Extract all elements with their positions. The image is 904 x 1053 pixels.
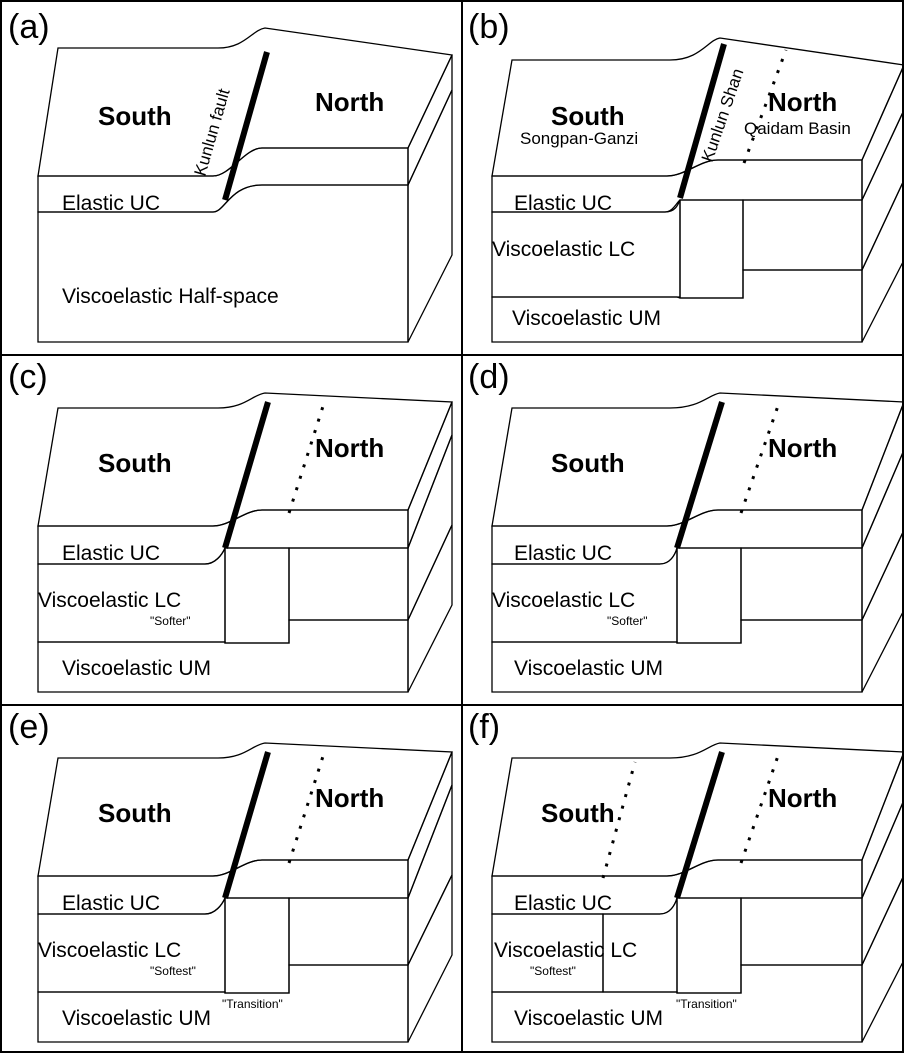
- dotted-boundary: [287, 749, 327, 864]
- fault-line: [674, 751, 725, 899]
- stiff-label: "Stiffest": [750, 926, 795, 940]
- south-label: South: [98, 448, 172, 478]
- panel-label: (d): [468, 358, 510, 396]
- half-space-side: [407, 89, 453, 343]
- fault-line: [674, 401, 725, 549]
- lc-fault-zone: [224, 547, 290, 644]
- soft-label: "Softest": [150, 964, 196, 978]
- south-label: South: [98, 798, 172, 828]
- south-label: South: [551, 101, 625, 131]
- fault-line: [222, 401, 271, 549]
- panel-c: (c) South North Elastic UC Viscoelastic …: [8, 358, 453, 693]
- panel-d: (d) South North Elastic UC Viscoelastic …: [468, 358, 904, 693]
- south-label: South: [541, 798, 615, 828]
- lc-transition: [224, 897, 290, 994]
- dotted-boundary: [742, 49, 788, 164]
- panel-label: (a): [8, 8, 50, 46]
- fault-line: [677, 43, 727, 199]
- lc-side: [407, 784, 453, 966]
- side-face: [861, 751, 904, 899]
- panel-b: (b) South North Songpan-Ganzi Qaidam Bas…: [468, 8, 904, 343]
- um-side: [407, 524, 453, 693]
- um-side: [861, 179, 904, 343]
- side-face: [407, 751, 453, 899]
- um-label: Viscoelastic UM: [62, 657, 211, 680]
- um-label: Viscoelastic UM: [512, 307, 661, 330]
- side-face: [861, 64, 904, 201]
- um-label: Viscoelastic UM: [62, 1007, 211, 1030]
- lc-side: [407, 434, 453, 621]
- north-region-label: Qaidam Basin: [744, 119, 851, 138]
- dotted-boundary: [287, 399, 327, 514]
- elastic-label: Elastic UC: [62, 192, 160, 215]
- um-side: [407, 874, 453, 1043]
- panel-label: (e): [8, 708, 50, 746]
- side-face: [407, 401, 453, 549]
- south-region-label: Songpan-Ganzi: [520, 129, 638, 148]
- panel-label: (f): [468, 708, 500, 746]
- um-layer: [37, 619, 409, 693]
- elastic-label: Elastic UC: [514, 192, 612, 215]
- lc-transition: [676, 897, 742, 994]
- panel-e: (e) South North Elastic UC Viscoelastic …: [8, 708, 453, 1043]
- soft-label: "Softer": [607, 614, 648, 628]
- um-side: [861, 874, 904, 1043]
- fault-label: Kunlun fault: [191, 86, 234, 178]
- lc-label: Viscoelastic LC: [38, 939, 181, 962]
- side-face: [861, 401, 904, 549]
- elastic-label: Elastic UC: [514, 542, 612, 565]
- side-face: [407, 54, 453, 186]
- north-label: North: [768, 433, 837, 463]
- soft-label: "Softer": [150, 614, 191, 628]
- soft-label: "Softest": [530, 964, 576, 978]
- elastic-label: Elastic UC: [62, 892, 160, 915]
- lc-fault-zone: [679, 199, 744, 299]
- lc-fault-zone: [676, 547, 742, 644]
- stiff-label: "Stiffer": [750, 576, 790, 590]
- stiff-label: "Stiffest": [297, 926, 342, 940]
- north-label: North: [315, 783, 384, 813]
- south-label: South: [98, 101, 172, 131]
- north-label: North: [315, 433, 384, 463]
- north-label: North: [768, 87, 837, 117]
- lc-label: Viscoelastic LC: [38, 589, 181, 612]
- elastic-layer: [491, 159, 863, 213]
- lc-label: Viscoelastic LC: [492, 238, 635, 261]
- elastic-label: Elastic UC: [62, 542, 160, 565]
- fault-line: [222, 751, 271, 899]
- um-side: [861, 529, 904, 693]
- half-space-label: Viscoelastic Half-space: [62, 285, 279, 308]
- lc-label: Viscoelastic LC: [492, 589, 635, 612]
- transition-label: "Transition": [676, 997, 737, 1011]
- dotted-boundary-south: [601, 761, 637, 879]
- panel-f: (f) South North Elastic UC Viscoelastic …: [468, 708, 904, 1043]
- panel-a: (a) South North Kunlun fault Elastic UC …: [8, 8, 453, 343]
- north-label: North: [768, 783, 837, 813]
- um-label: Viscoelastic UM: [514, 657, 663, 680]
- panel-label: (c): [8, 358, 48, 396]
- um-layer: [491, 269, 863, 343]
- elastic-label: Elastic UC: [514, 892, 612, 915]
- south-label: South: [551, 448, 625, 478]
- lc-side: [861, 449, 904, 621]
- lc-side: [861, 109, 904, 271]
- lc-north: [742, 199, 863, 271]
- north-label: North: [315, 87, 384, 117]
- lc-label: Viscoelastic LC: [494, 939, 637, 962]
- transition-label: "Transition": [222, 997, 283, 1011]
- um-label: Viscoelastic UM: [514, 1007, 663, 1030]
- panel-label: (b): [468, 8, 510, 46]
- fault-line: [222, 51, 270, 201]
- stiff-label: "Stiffer": [297, 576, 337, 590]
